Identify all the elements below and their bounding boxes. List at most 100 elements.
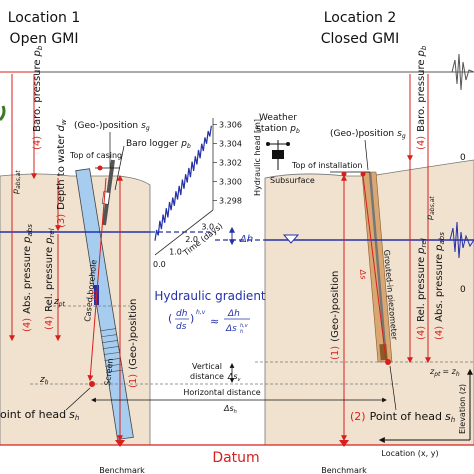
pointer-point-right xyxy=(389,365,397,411)
label-z-h-left: zh xyxy=(39,375,49,386)
gradient-formula: ( dh ds ) h,v ≈ Δh Δs h h,v xyxy=(168,309,250,335)
piezometer-sensor xyxy=(379,343,388,361)
marker-top-of-casing xyxy=(97,165,103,171)
label-p-abs-at-right: pabs,at xyxy=(425,196,436,221)
water-wave-right xyxy=(449,221,474,259)
svg-text:Δs: Δs xyxy=(358,268,368,279)
marker-top-of-installation-1 xyxy=(341,171,347,177)
pointer-geo-right xyxy=(364,139,369,171)
label-rel-pressure-right: (4)Rel. pressureprel xyxy=(416,238,428,340)
label-vertical-distance: Vertical xyxy=(192,362,222,371)
point-of-head-left xyxy=(89,381,95,387)
svg-text:): ) xyxy=(190,312,194,325)
point-of-head-right xyxy=(385,359,391,365)
label-screen: Screen xyxy=(103,358,115,386)
chart-ytick-label: 3.298 xyxy=(219,197,242,206)
svg-text:(4)Abs. pressurepabs: (4)Abs. pressurepabs xyxy=(22,224,34,332)
chart-ytick-label: 3.304 xyxy=(219,140,242,149)
label-baro-pressure-right: (4)Baro. pressurepb xyxy=(416,45,428,150)
chart-ytick-label: 3.300 xyxy=(219,178,242,187)
chart-ytick-label: 3.306 xyxy=(219,121,242,130)
label-zpt-zh-right: zpt= zh xyxy=(429,367,460,378)
grout-red-line xyxy=(362,175,387,361)
svg-text:(4)Rel. pressureprel: (4)Rel. pressureprel xyxy=(416,238,428,340)
label-top-of-casing: Top of casing xyxy=(69,151,122,160)
label-delta-s: Δs xyxy=(89,290,99,302)
marker-top-of-installation-2 xyxy=(360,171,366,177)
svg-text:(3)Depth to waterdw: (3)Depth to waterdw xyxy=(56,119,68,228)
label-tick-zero-right-bottom: 0 xyxy=(460,285,466,295)
svg-text:Δs: Δs xyxy=(89,290,99,302)
label-rel-pressure: (4)Rel. pressureprel xyxy=(44,228,56,330)
svg-text:Δh: Δh xyxy=(227,309,240,319)
svg-text:(4)Abs. pressurepabs: (4)Abs. pressurepabs xyxy=(434,232,446,340)
delta-h-label: Δh xyxy=(239,234,253,245)
label-hydraulic-gradient: Hydraulic gradient xyxy=(154,289,266,303)
label-depth-to-water: (3)Depth to waterdw xyxy=(56,119,68,228)
svg-text:(1)(Geo-)position: (1)(Geo-)position xyxy=(330,271,341,360)
label-datum: Datum xyxy=(212,450,259,466)
svg-text:pabs,at: pabs,at xyxy=(11,170,22,195)
label-weather-station: Weather xyxy=(259,113,297,123)
loc2-subtitle: Closed GMI xyxy=(321,31,400,47)
label-tick-zero-right-top: 0 xyxy=(460,153,466,163)
label-p-abs-at-left: pabs,at xyxy=(11,170,22,195)
svg-text:(4)Baro. pressurepb: (4)Baro. pressurepb xyxy=(416,45,428,150)
svg-text:dh: dh xyxy=(176,309,188,319)
label-benchmark-right: Benchmark xyxy=(321,466,367,474)
label-abs-pressure-right: (4)Abs. pressurepabs xyxy=(434,232,446,340)
chart-series-line xyxy=(154,125,212,241)
svg-text:(4)Rel. pressureprel: (4)Rel. pressureprel xyxy=(44,228,56,330)
label-horizontal-distance: Horizontal distance xyxy=(183,388,260,397)
piezometer-tube xyxy=(368,171,388,361)
label-geo-position-right: (1)(Geo-)position xyxy=(330,271,341,360)
benchmark-left-marker xyxy=(115,440,125,447)
chart-xtick-label: 0.0 xyxy=(153,260,166,269)
label-subsurface: Subsurface xyxy=(270,176,315,185)
label-benchmark-left: Benchmark xyxy=(99,466,145,474)
chart-ytick-label: 3.302 xyxy=(219,159,242,168)
svg-text:h,v: h,v xyxy=(196,309,206,316)
loc1-subtitle: Open GMI xyxy=(10,31,79,47)
svg-text:(4)Baro. pressurepb: (4)Baro. pressurepb xyxy=(32,45,44,150)
chart-ylabel: Hydraulic head [m] xyxy=(253,119,262,196)
baro-wave-top xyxy=(451,53,474,91)
svg-text:h: h xyxy=(240,329,243,335)
label-baro-pressure-left: (4)Baro. pressurepb xyxy=(32,45,44,150)
svg-text:Screen: Screen xyxy=(103,358,115,386)
svg-text:h,v: h,v xyxy=(240,323,249,329)
benchmark-right-marker xyxy=(339,440,349,447)
baro-logger xyxy=(101,191,111,205)
chart-xtick-label: 1.0 xyxy=(169,248,182,257)
pointer-point-left xyxy=(65,387,91,411)
label-abs-pressure-left: (4)Abs. pressurepabs xyxy=(22,224,34,332)
label-top-of-installation: Top of installation xyxy=(291,161,362,170)
svg-text:≈: ≈ xyxy=(210,315,219,328)
label-z-pt-left: zpt xyxy=(53,297,66,308)
svg-text:pabs,at: pabs,at xyxy=(425,196,436,221)
label-delta-s-h: Δsh xyxy=(223,404,237,415)
label-elevation-axis: Elevation (z) xyxy=(458,384,467,434)
chart-xtick-label: 3.0 xyxy=(201,223,214,232)
chart-x-axis xyxy=(154,209,214,256)
chart-xtick-label: 2.0 xyxy=(185,235,198,244)
label-geo-position-left: (1)(Geo-)position xyxy=(128,299,139,388)
water-table-symbol xyxy=(282,234,300,244)
svg-text:Hydraulic head [m]: Hydraulic head [m] xyxy=(253,119,262,196)
ground-right xyxy=(264,159,474,446)
loc1-title: Location 1 xyxy=(8,10,81,26)
svg-text:(1)(Geo-)position: (1)(Geo-)position xyxy=(128,299,139,388)
svg-text:(: ( xyxy=(168,312,172,325)
svg-text:ds: ds xyxy=(176,322,187,332)
label-delta-s-right: Δs xyxy=(358,268,368,279)
svg-text:Δs: Δs xyxy=(225,324,237,334)
label-location-axis: Location (x, y) xyxy=(381,449,438,458)
